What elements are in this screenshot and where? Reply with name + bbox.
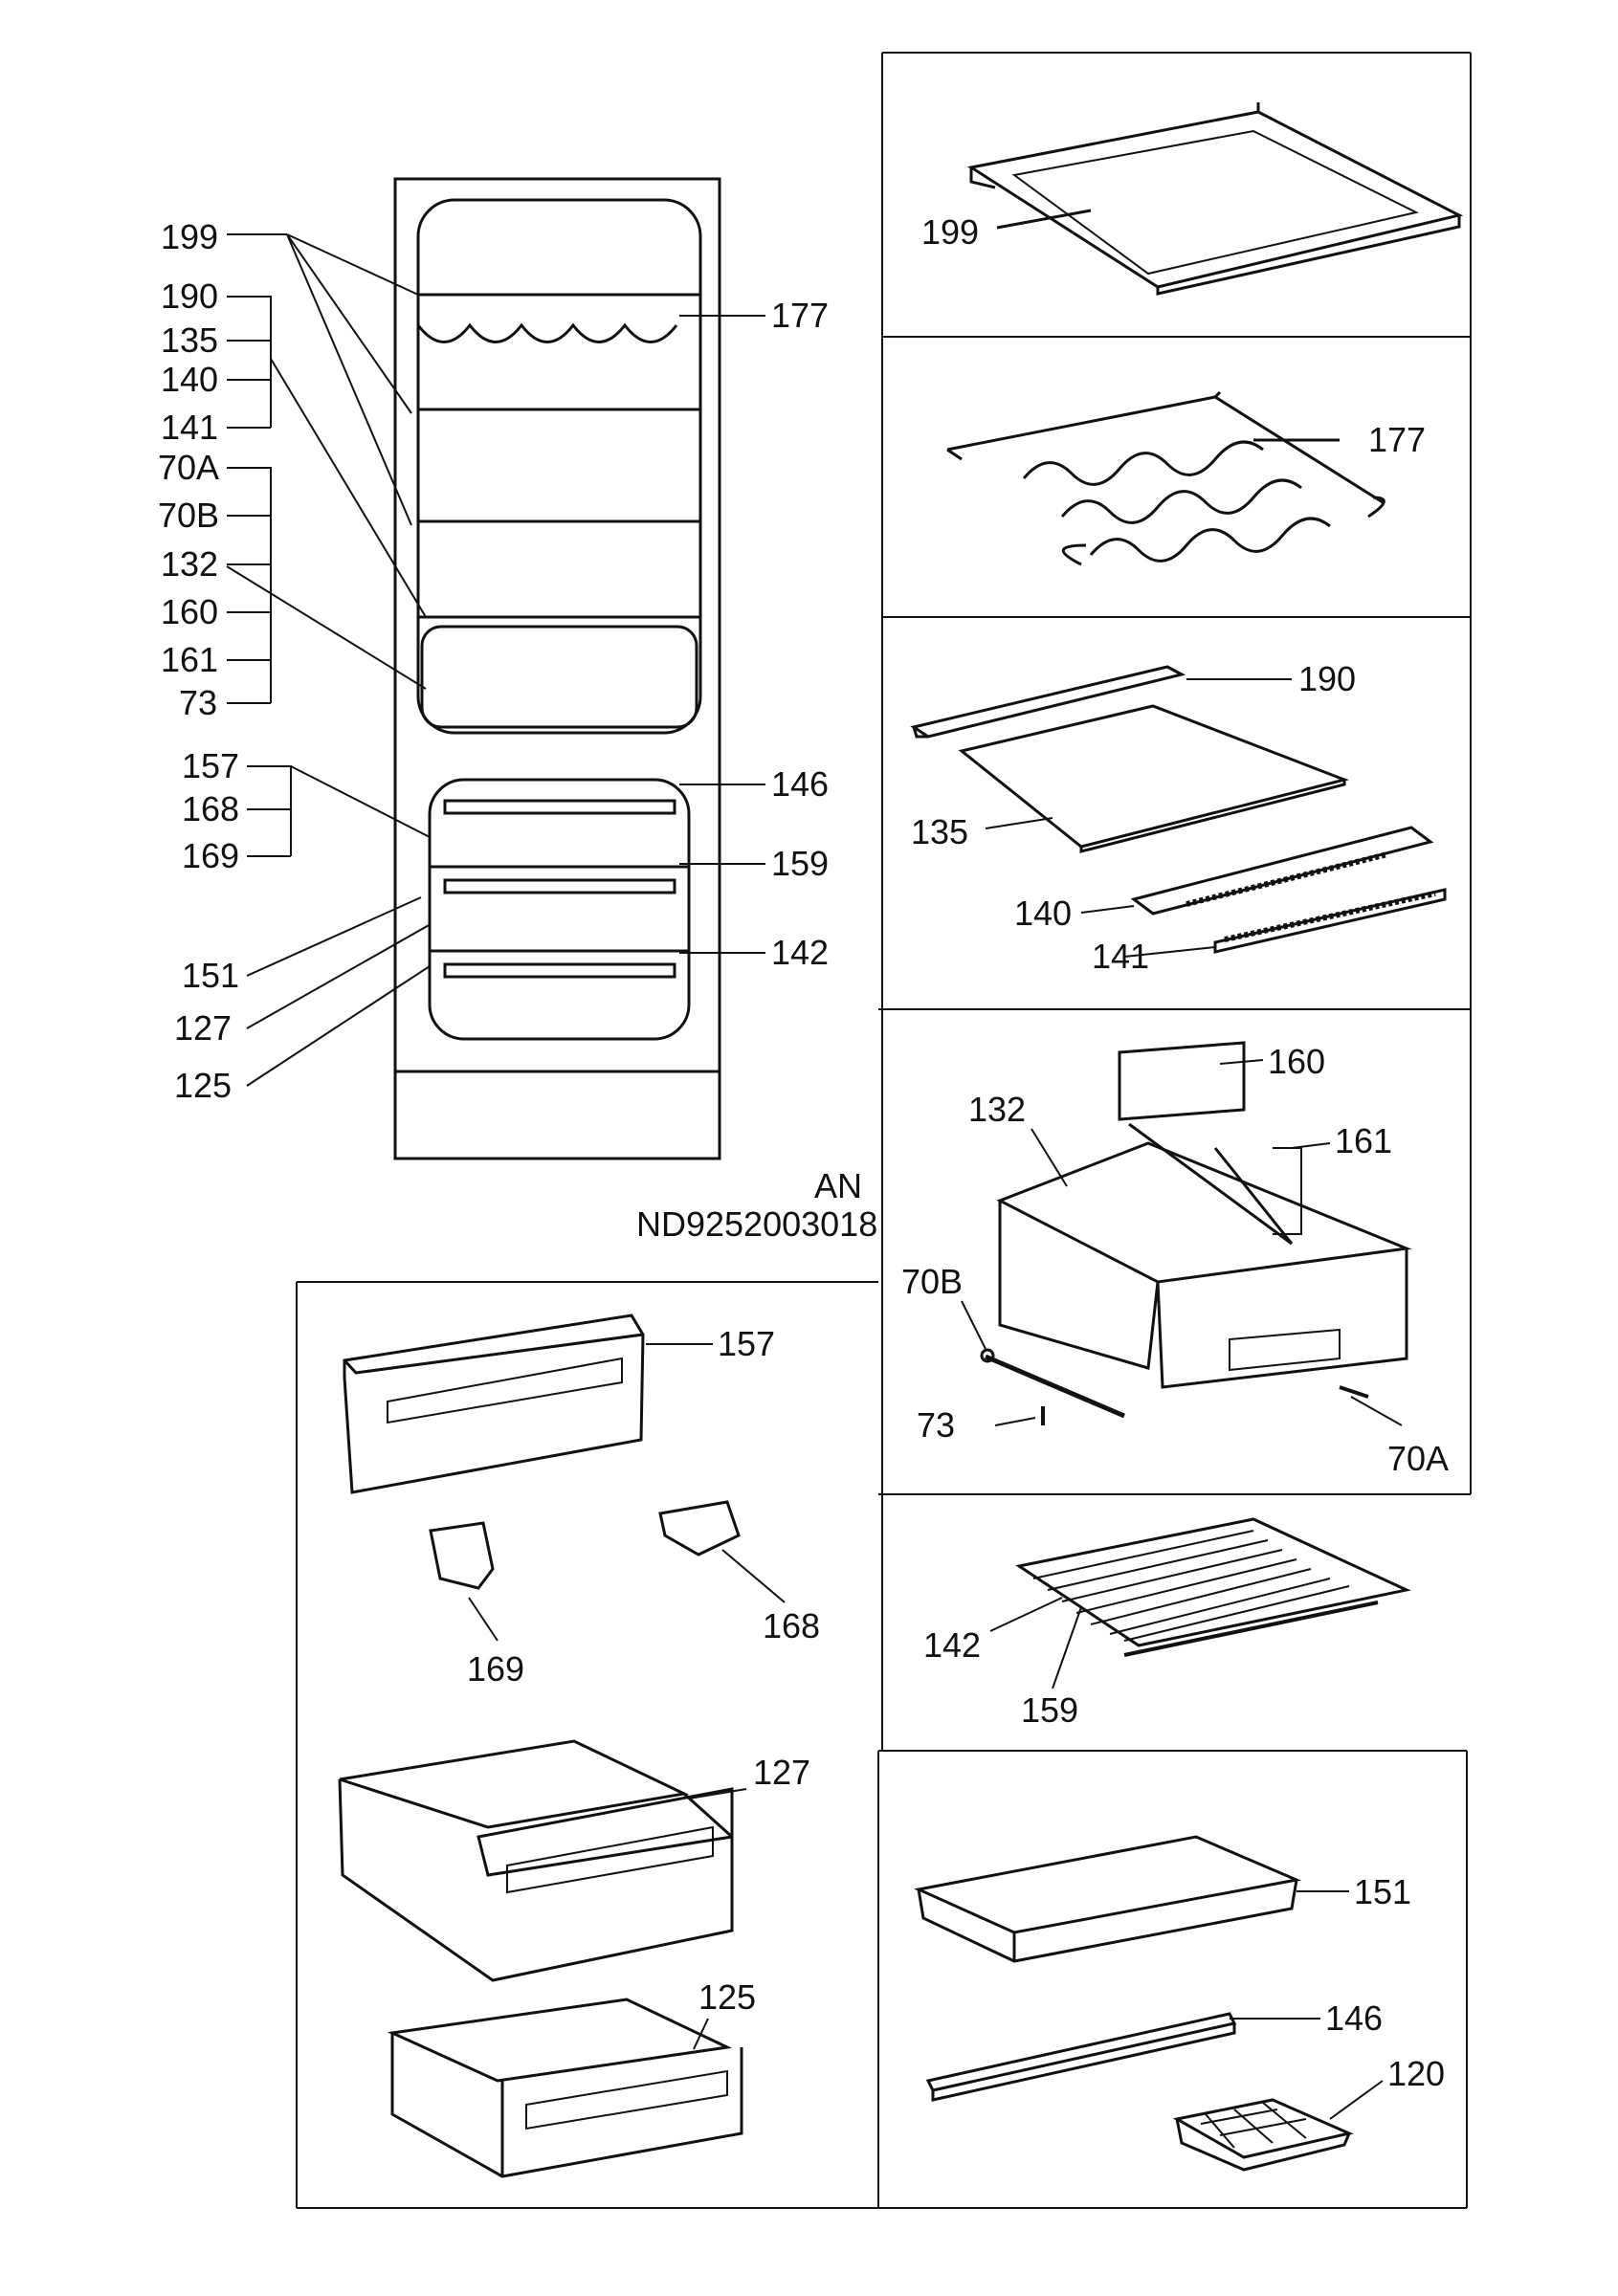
label-142: 142 (923, 1625, 981, 1665)
callout-199: 199 (161, 217, 218, 256)
shelf-set-icon (910, 665, 1447, 958)
label-73: 73 (917, 1405, 955, 1445)
label-177: 177 (1368, 420, 1426, 459)
label-157: 157 (718, 1324, 775, 1363)
label-159: 159 (1021, 1690, 1078, 1730)
model-code: AN (814, 1166, 862, 1205)
callout-177: 177 (771, 296, 829, 335)
shelf-icon (967, 102, 1464, 296)
callout-70b: 70B (158, 496, 219, 535)
crisper-drawer-icon (961, 1041, 1412, 1426)
callout-168: 168 (182, 789, 239, 828)
callout-157: 157 (182, 746, 239, 785)
overview-leader-lines (226, 233, 765, 1087)
callout-190: 190 (161, 276, 218, 316)
label-190: 190 (1298, 659, 1356, 698)
label-146: 146 (1325, 1998, 1383, 2038)
label-168: 168 (763, 1606, 820, 1645)
callout-127: 127 (174, 1008, 232, 1048)
callout-70a: 70A (158, 448, 219, 487)
label-140: 140 (1014, 894, 1072, 933)
callout-159: 159 (771, 844, 829, 883)
label-161: 161 (1335, 1121, 1392, 1160)
wine-rack-icon (946, 390, 1385, 566)
label-125: 125 (698, 1977, 756, 2017)
label-120: 120 (1387, 2054, 1445, 2093)
callout-160: 160 (161, 592, 218, 631)
right-panel-frames (296, 52, 1472, 2209)
callout-132: 132 (161, 544, 218, 584)
callout-161: 161 (161, 640, 218, 679)
wire-shelf-icon (989, 1517, 1411, 1689)
overview-labels: 199 190 135 140 141 70A 70B 132 160 161 … (158, 217, 877, 1244)
callout-169: 169 (182, 836, 239, 875)
callout-151: 151 (182, 956, 239, 995)
callout-146: 146 (771, 764, 829, 804)
callout-135: 135 (161, 320, 218, 360)
label-169: 169 (467, 1649, 524, 1689)
label-132: 132 (968, 1090, 1026, 1129)
label-127: 127 (753, 1753, 810, 1792)
label-160: 160 (1268, 1042, 1325, 1081)
label-70b: 70B (901, 1262, 963, 1301)
label-135: 135 (911, 812, 968, 851)
callout-142: 142 (771, 933, 829, 972)
callout-141: 141 (161, 408, 218, 447)
ice-tray-icon (914, 1835, 1384, 2172)
label-141: 141 (1092, 937, 1149, 976)
callout-125: 125 (174, 1066, 232, 1105)
label-199: 199 (921, 212, 979, 252)
label-70a: 70A (1387, 1439, 1449, 1478)
freezer-drawer-icon (338, 1314, 786, 2178)
callout-140: 140 (161, 360, 218, 399)
callout-73: 73 (179, 683, 217, 722)
label-151: 151 (1354, 1872, 1411, 1911)
fridge-overview (393, 177, 721, 1160)
document-number: ND9252003018 (636, 1204, 877, 1244)
